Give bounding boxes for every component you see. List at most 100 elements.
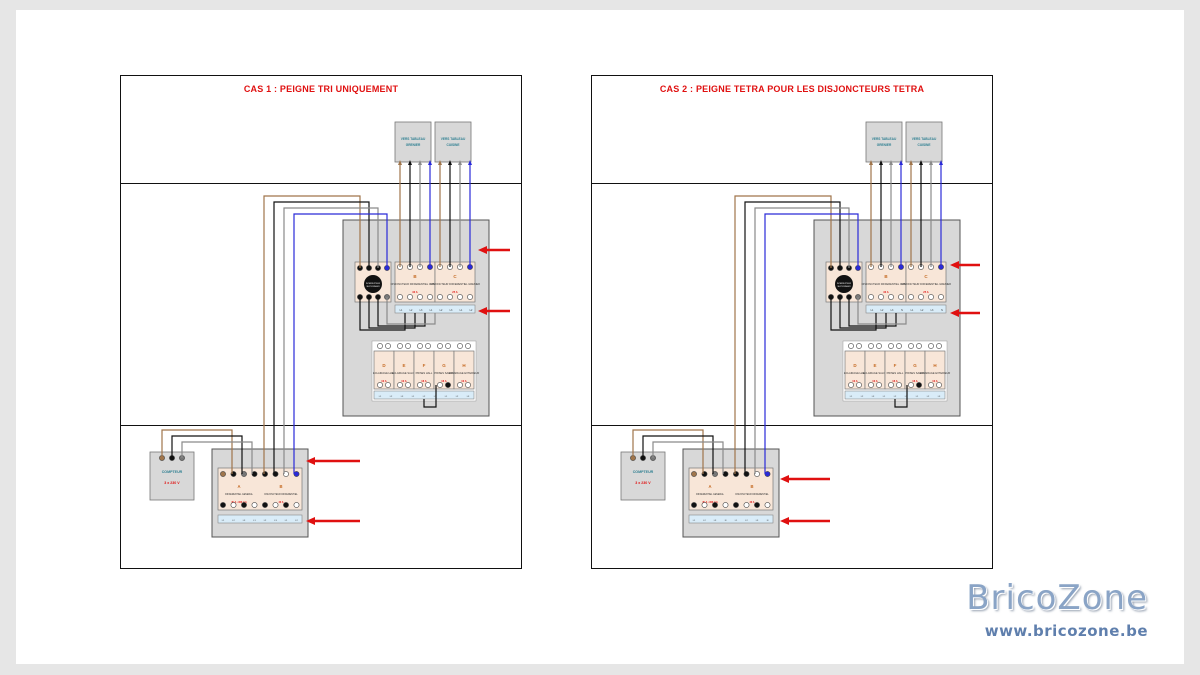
panel-divider-bottom (121, 425, 521, 426)
breaker-rating: 16 A (441, 379, 447, 383)
breaker-letter: H (462, 363, 465, 368)
breaker-body (904, 350, 926, 390)
main-busbar-label: L3 (714, 520, 717, 522)
wire (754, 207, 850, 474)
wire (171, 435, 243, 474)
main-busbar-label: L3 (243, 520, 246, 522)
main-busbar-label: L1 (222, 520, 225, 522)
main-busbar-label: L2 (264, 520, 267, 522)
terminal-screw (262, 471, 268, 477)
terminal-screw (283, 502, 289, 508)
main-breaker-description: DISJONCTEUR DIFFERENTIEL (264, 494, 298, 496)
main-breaker-rating: 40 A • 300 mA (231, 501, 247, 504)
terminal-screw (377, 343, 383, 349)
wire-arrow (919, 160, 923, 165)
terminal-screw (754, 502, 760, 508)
terminal-screw (405, 343, 411, 349)
terminal-screw (743, 502, 750, 508)
terminal-screw (701, 502, 708, 508)
sub-busbar-label: L3 (872, 396, 875, 398)
wire-arrow (939, 160, 943, 165)
brand-logo: BricoZone (966, 578, 1148, 618)
terminal-screw (465, 343, 471, 349)
terminal-screw (445, 382, 451, 388)
terminal-screw (938, 294, 944, 300)
wire (652, 441, 724, 474)
busbar-terminal-label: L2 (440, 309, 443, 312)
breaker-letter: G (913, 363, 917, 368)
breaker-letter: D (853, 363, 857, 368)
terminal-screw (878, 294, 884, 300)
terminal-screw (856, 343, 862, 349)
breaker-description: ECLAIRAGE EXTERIEUR (920, 371, 951, 375)
terminal-screw (764, 471, 771, 477)
terminal-screw (868, 343, 874, 349)
terminal-screw (868, 382, 874, 388)
main-busbar-label: L1 (693, 520, 696, 522)
terminal-screw (251, 502, 258, 508)
sub-busbar-label: L2 (861, 396, 864, 398)
wire-arrow (418, 160, 422, 165)
panel-divider-top (121, 183, 521, 184)
terminal-screw (876, 382, 882, 388)
terminal-screw (918, 294, 924, 300)
busbar-terminal-label: L1 (430, 309, 433, 312)
wire (848, 297, 897, 327)
wire (830, 297, 877, 331)
main-breaker-letter: B (279, 484, 282, 489)
wire (839, 297, 887, 329)
terminal-screw (241, 502, 247, 508)
terminal-screw (405, 382, 411, 388)
main-breaker-rating: 40 A (750, 501, 755, 504)
destination-label: GRENIER (406, 143, 421, 147)
sub-busbar-label: L3 (938, 396, 941, 398)
wire (632, 429, 704, 474)
isolator-label: SECTIONNEUR (837, 286, 851, 288)
breaker-rating: 10 A (852, 379, 858, 383)
breaker-description: PRISES HALL (887, 371, 904, 375)
sub-busbar-label: L1 (883, 396, 886, 398)
main-busbar-label: N (767, 520, 769, 522)
isolator-knob (835, 275, 853, 293)
sub-busbar-label: L3 (467, 396, 470, 398)
wire-arrow (428, 160, 432, 165)
sub-busbar-label: L3 (905, 396, 908, 398)
breaker-letter: C (453, 274, 457, 279)
terminal-screw (916, 343, 922, 349)
isolator-label: SECTIONNEUR (366, 286, 380, 288)
busbar-terminal-label: L1 (871, 309, 874, 312)
sub-busbar-label: L2 (456, 396, 459, 398)
breaker-letter: E (873, 363, 876, 368)
terminal-screw (385, 343, 391, 349)
main-breaker-letter: B (750, 484, 753, 489)
terminal-screw (868, 294, 874, 300)
terminal-screw (272, 502, 279, 508)
sub-busbar-label: L1 (379, 396, 382, 398)
busbar-terminal-label: N (901, 309, 903, 312)
main-busbar (688, 514, 774, 524)
breaker-letter: G (442, 363, 446, 368)
breaker-description: PRISES SALON (905, 371, 924, 375)
breaker-rating: 25 A (923, 290, 929, 294)
breaker-body (924, 350, 946, 390)
main-breaker-description: DIFFERENTIEL GENERAL (696, 493, 725, 496)
isolator-label: INTERRUPTEUR (837, 283, 852, 285)
terminal-screw (722, 502, 729, 508)
busbar-terminal-label: L3 (891, 309, 894, 312)
terminal-screw (385, 382, 391, 388)
wire (857, 297, 907, 325)
terminal-screw (427, 294, 433, 300)
breaker-rating: 25 A (452, 290, 458, 294)
busbar-terminal-label: L1 (911, 309, 914, 312)
red-arrow-head (306, 517, 315, 525)
sub-busbar-label: L2 (894, 396, 897, 398)
main-busbar-label: L1 (253, 520, 256, 522)
breaker-rating: 16 A (892, 379, 898, 383)
panel-title: CAS 2 : PEIGNE TETRA POUR LES DISJONCTEU… (659, 84, 925, 94)
breaker-rating: 16 A (421, 379, 427, 383)
red-arrow-head (306, 457, 315, 465)
terminal-screw (898, 294, 904, 300)
terminal-screw (936, 343, 942, 349)
wire (894, 385, 908, 408)
